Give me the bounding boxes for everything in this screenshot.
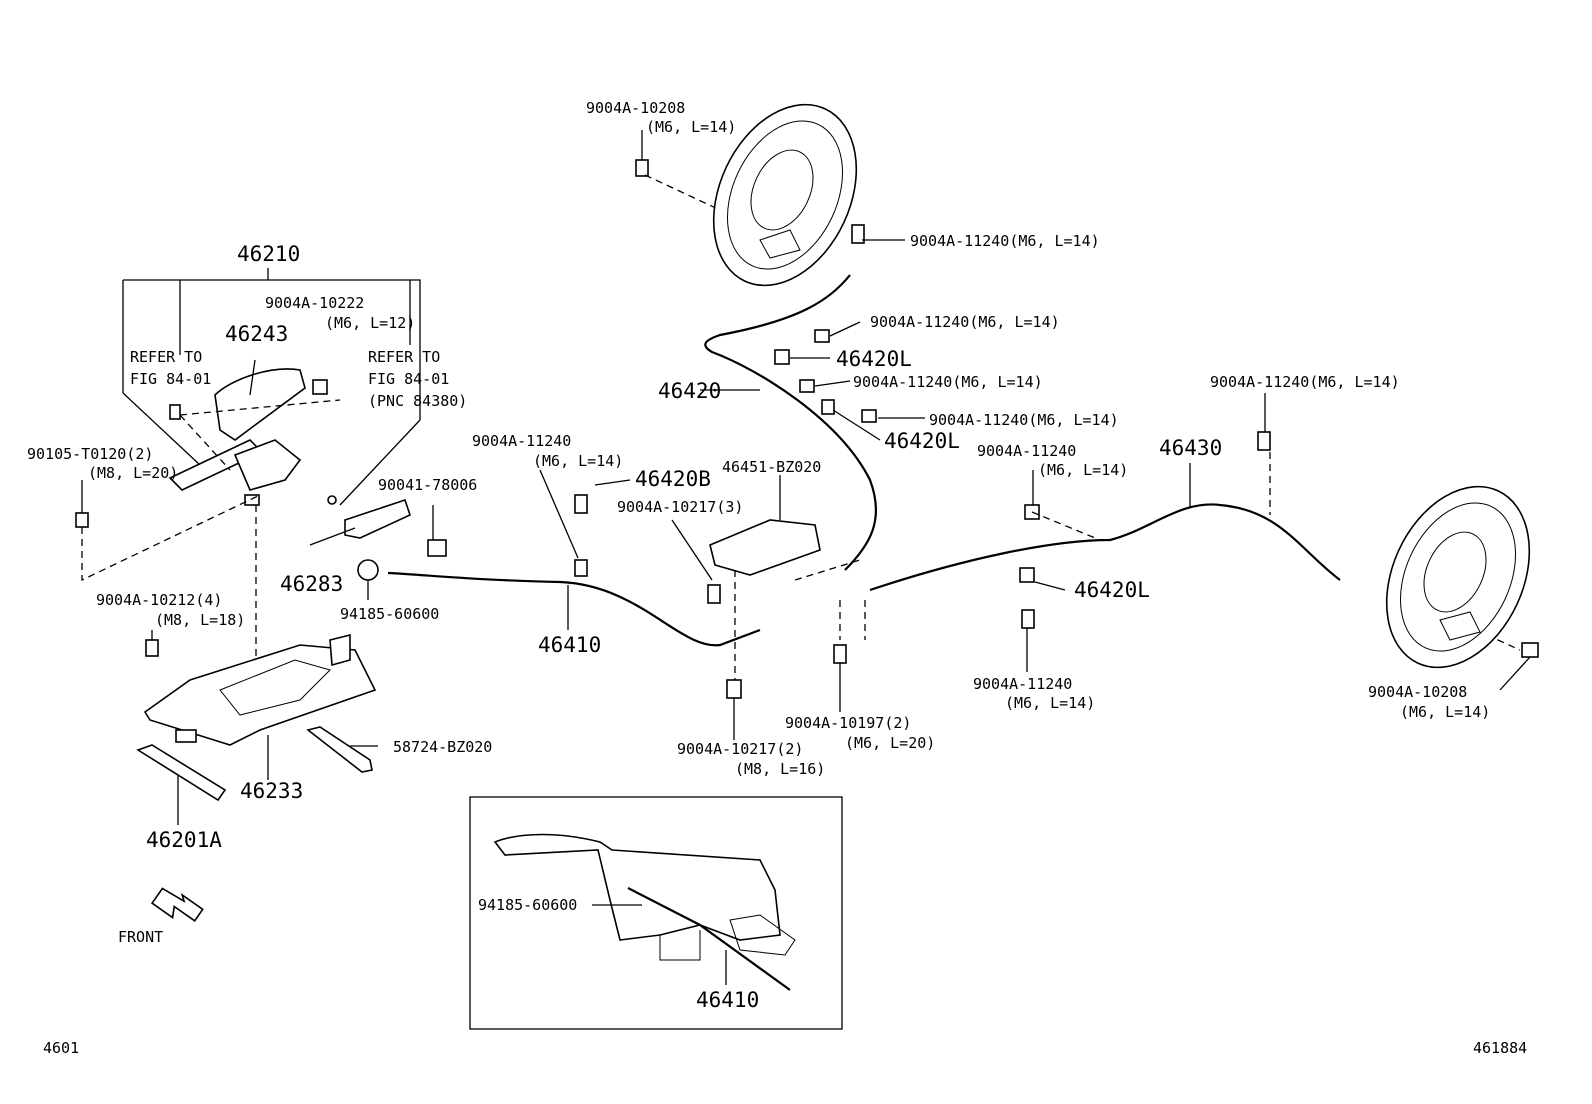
- label-9004a-10197: 9004A-10197(2): [785, 714, 911, 732]
- label-refer1-line1: REFER TO: [130, 348, 202, 366]
- label-94185-60600: 94185-60600: [340, 605, 439, 623]
- plate-46283: [344, 498, 411, 539]
- label-9004a-11240-h-spec: (M6, L=14): [1005, 694, 1095, 712]
- label-46233: 46233: [240, 779, 303, 803]
- inset-lever: [493, 833, 781, 941]
- label-46420l-b: 46420L: [884, 429, 960, 453]
- label-9004a-11240-a: 9004A-11240(M6, L=14): [910, 232, 1100, 250]
- bracket-46210: [122, 279, 421, 420]
- label-9004a-10212-spec: (M8, L=18): [155, 611, 245, 629]
- label-9004a-10208-right-spec: (M6, L=14): [1400, 703, 1490, 721]
- label-46420l-c: 46420L: [1074, 578, 1150, 602]
- inset-box: [469, 796, 843, 1030]
- label-46283: 46283: [280, 572, 343, 596]
- label-9004a-10208-top: 9004A-10208: [586, 99, 685, 117]
- label-46420b: 46420B: [635, 467, 711, 491]
- label-9004a-11240-e: 9004A-11240: [472, 432, 571, 450]
- cable-46410: [387, 571, 761, 647]
- label-9004a-10197-spec: (M6, L=20): [845, 734, 935, 752]
- front-arrow-icon: [150, 887, 204, 922]
- label-9004a-10217-3: 9004A-10217(3): [617, 498, 743, 516]
- label-90041-78006: 90041-78006: [378, 476, 477, 494]
- label-9004a-11240-d: 9004A-11240(M6, L=14): [929, 411, 1119, 429]
- label-inset-46410: 46410: [696, 988, 759, 1012]
- footer-figure-number: 4601: [43, 1039, 79, 1057]
- label-9004a-11240-h: 9004A-11240: [973, 675, 1072, 693]
- label-refer2-line1: REFER TO: [368, 348, 440, 366]
- label-46210: 46210: [237, 242, 300, 266]
- backing-plate-left: [712, 103, 858, 287]
- cable-46430: [869, 503, 1341, 592]
- cable-46420: [704, 274, 878, 571]
- label-9004a-10222-spec: (M6, L=12): [325, 314, 415, 332]
- label-46243: 46243: [225, 322, 288, 346]
- label-inset-94185-60600: 94185-60600: [478, 896, 577, 914]
- label-9004a-10217-2-spec: (M8, L=16): [735, 760, 825, 778]
- backing-plate-right: [1385, 485, 1531, 669]
- footer-image-code: 461884: [1473, 1039, 1527, 1057]
- label-9004a-10222: 9004A-10222: [265, 294, 364, 312]
- label-refer2-line2: FIG 84-01: [368, 370, 449, 388]
- label-46201a: 46201A: [146, 828, 222, 852]
- label-46430: 46430: [1159, 436, 1222, 460]
- label-9004a-11240-e-spec: (M6, L=14): [533, 452, 623, 470]
- label-46420: 46420: [658, 379, 721, 403]
- lever-assembly-group: [75, 268, 447, 922]
- label-9004a-10208-right: 9004A-10208: [1368, 683, 1467, 701]
- label-9004a-11240-b: 9004A-11240(M6, L=14): [870, 313, 1060, 331]
- label-9004a-11240-c: 9004A-11240(M6, L=14): [853, 373, 1043, 391]
- label-9004a-10212: 9004A-10212(4): [96, 591, 222, 609]
- part-labels: 46210 46243 REFER TO FIG 84-01 9004A-102…: [27, 99, 1527, 1057]
- label-9004a-11240-g: 9004A-11240: [977, 442, 1076, 460]
- cable-group: [387, 130, 1539, 740]
- console-46233: [143, 644, 377, 746]
- label-90105-t0120-spec: (M8, L=20): [88, 464, 178, 482]
- label-46410: 46410: [538, 633, 601, 657]
- label-refer2-line3: (PNC 84380): [368, 392, 467, 410]
- label-90105-t0120: 90105-T0120(2): [27, 445, 153, 463]
- label-front: FRONT: [118, 928, 163, 946]
- label-46420l-a: 46420L: [836, 347, 912, 371]
- label-9004a-10208-top-spec: (M6, L=14): [646, 118, 736, 136]
- label-46451-bz020: 46451-BZ020: [722, 458, 821, 476]
- plate-58724: [306, 726, 373, 773]
- bracket-46451: [709, 519, 821, 576]
- label-9004a-11240-g-spec: (M6, L=14): [1038, 461, 1128, 479]
- label-refer1-line2: FIG 84-01: [130, 370, 211, 388]
- bolt-icon: [574, 159, 1539, 699]
- label-9004a-11240-f: 9004A-11240(M6, L=14): [1210, 373, 1400, 391]
- label-9004a-10217-2: 9004A-10217(2): [677, 740, 803, 758]
- plate-46201A: [136, 744, 227, 802]
- label-58724-bz020: 58724-BZ020: [393, 738, 492, 756]
